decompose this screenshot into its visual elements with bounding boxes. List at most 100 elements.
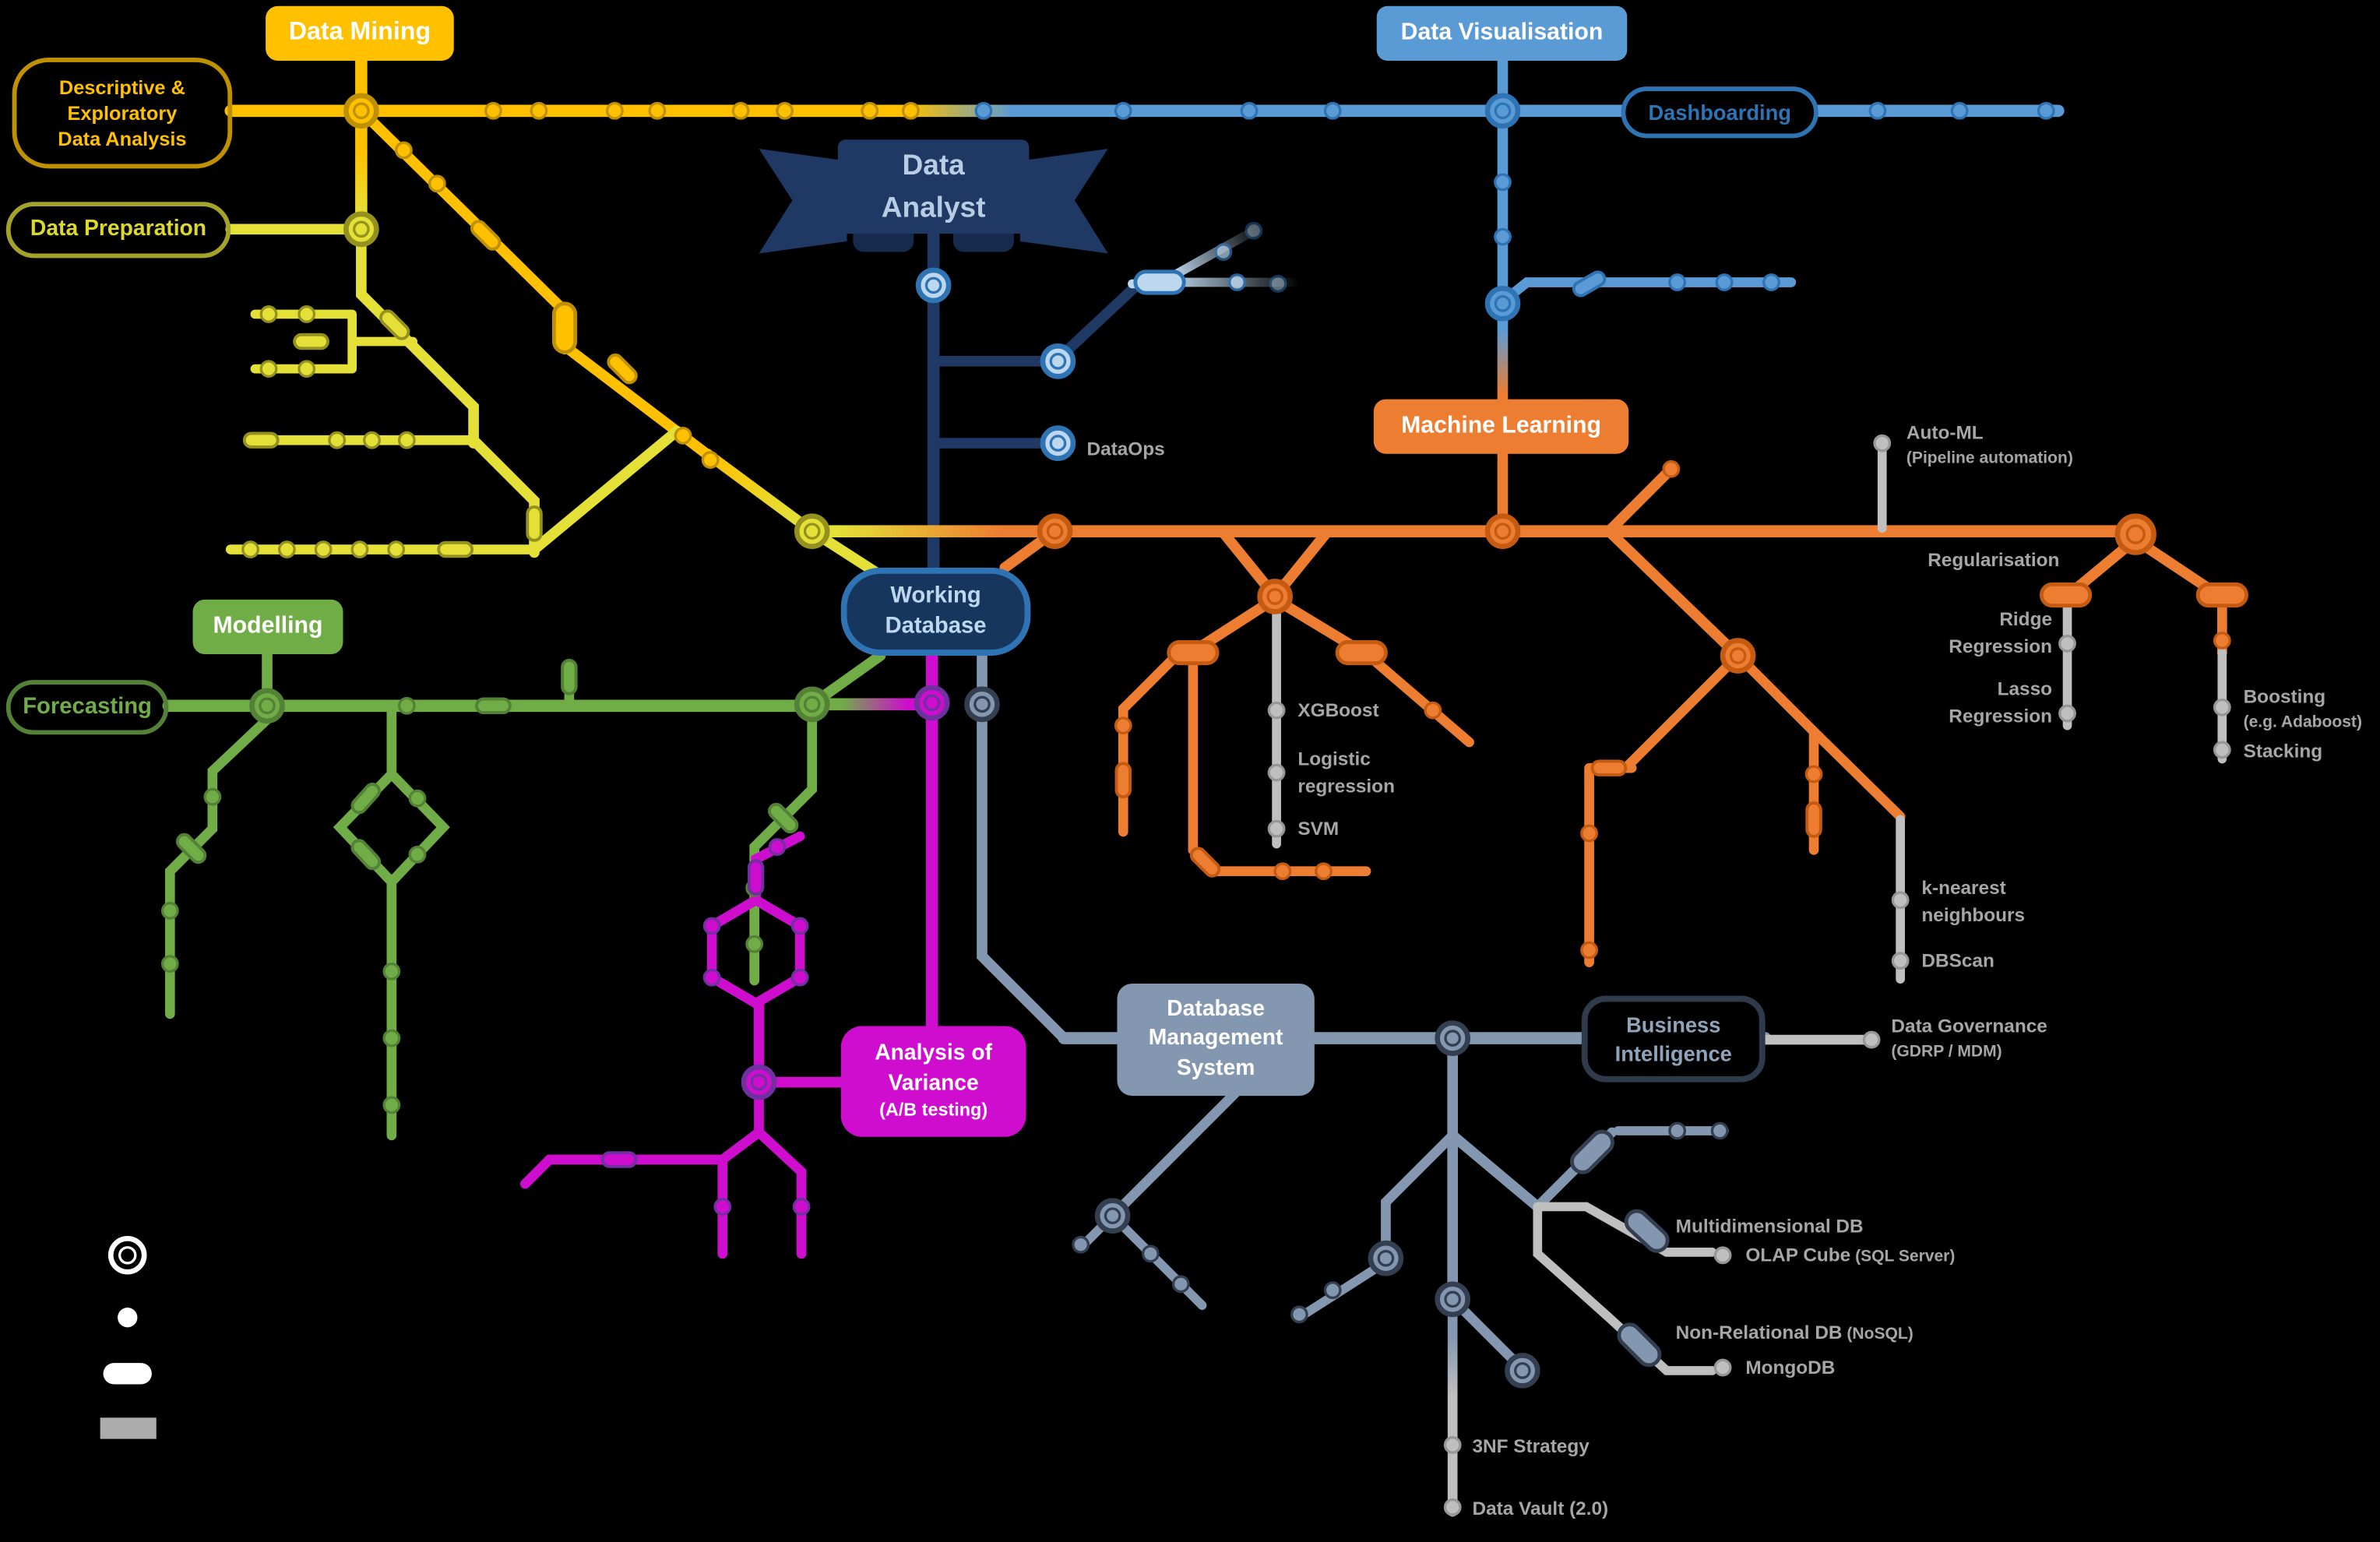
station-interchange-inner	[924, 276, 942, 294]
station-interchange	[1257, 579, 1293, 614]
station-stop	[605, 101, 624, 120]
station-stop	[382, 962, 401, 980]
station-interchange	[1435, 1281, 1470, 1318]
data-preparation-box[interactable]: Data Preparation	[5, 202, 231, 259]
station-interchange	[1040, 425, 1076, 461]
station-capsule	[1624, 1209, 1670, 1253]
station-interchange	[1720, 638, 1756, 674]
stations-layer	[103, 93, 2248, 1516]
station-stop	[408, 789, 427, 808]
station-stop	[713, 1198, 732, 1216]
station-stop	[314, 540, 333, 558]
station-interchange	[1505, 1353, 1540, 1389]
station-stop	[731, 101, 750, 120]
station-stop	[1114, 101, 1132, 120]
station-stop	[2058, 704, 2076, 723]
stop-dot-icon	[118, 1308, 138, 1328]
station-stop	[1494, 173, 1512, 192]
station-capsule	[2039, 582, 2093, 608]
descriptive-exploratory-box[interactable]: Descriptive & Exploratory Data Analysis	[12, 58, 233, 169]
station-stop	[1713, 1246, 1732, 1265]
station-interchange-inner	[1377, 1249, 1395, 1267]
station-interchange-inner	[118, 1246, 137, 1265]
station-stop	[387, 540, 406, 558]
station-stop	[1494, 227, 1512, 246]
blue-line-group	[1008, 55, 2065, 408]
station-capsule	[1114, 762, 1132, 799]
station-stop	[648, 101, 667, 120]
station-capsule	[437, 540, 474, 558]
station-capsule	[242, 431, 280, 449]
station-interchange-inner	[750, 1073, 768, 1091]
station-interchange-inner	[973, 695, 991, 713]
station-stop	[1804, 765, 1823, 783]
station-stop	[861, 101, 879, 120]
station-capsule	[350, 839, 382, 871]
station-stop	[350, 540, 369, 558]
station-stop	[1315, 862, 1333, 881]
station-capsule	[1617, 1322, 1662, 1368]
station-capsule	[526, 505, 543, 542]
working-database-box[interactable]: Working Database	[840, 567, 1031, 656]
station-stop	[160, 901, 179, 920]
station-interchange	[1040, 343, 1076, 379]
station-stop	[408, 845, 427, 864]
station-capsule	[1335, 639, 1388, 666]
station-capsule	[1590, 759, 1628, 776]
station-stop	[1114, 716, 1132, 735]
station-interchange-inner	[2125, 524, 2146, 544]
station-stop	[1267, 701, 1286, 720]
station-capsule	[607, 353, 638, 385]
station-interchange-inner	[923, 694, 941, 712]
station-stop	[363, 431, 381, 449]
modelling-box[interactable]: Modelling	[192, 599, 343, 655]
station-label-datavault: Data Vault (2.0)	[1472, 1498, 1609, 1519]
dbms-box[interactable]: Database Management System	[1117, 983, 1315, 1097]
station-interchange-inner	[1444, 1030, 1461, 1047]
station-interchange	[1037, 513, 1073, 549]
station-interchange	[249, 688, 285, 724]
station-interchange	[343, 211, 379, 248]
business-intelligence-box[interactable]: Business Intelligence	[1581, 995, 1766, 1083]
station-stop	[1245, 221, 1263, 240]
station-capsule	[1133, 269, 1186, 295]
data-mining-box[interactable]: Data Mining	[266, 5, 454, 61]
station-stop	[790, 917, 809, 935]
station-interchange-inner	[1049, 435, 1067, 452]
station-stop	[2058, 634, 2076, 653]
station-interchange-inner	[803, 523, 821, 540]
station-stop	[298, 305, 316, 323]
station-label-3nf: 3NF Strategy	[1472, 1435, 1590, 1458]
station-capsule	[470, 220, 502, 251]
station-capsule	[1805, 801, 1822, 838]
station-stop	[1891, 891, 1910, 910]
forecasting-box[interactable]: Forecasting	[5, 680, 169, 735]
station-stop	[745, 935, 764, 953]
station-interchange-inner	[803, 695, 821, 713]
data-visualisation-box[interactable]: Data Visualisation	[1376, 5, 1628, 61]
station-interchange	[914, 685, 950, 721]
station-interchange	[1484, 285, 1521, 322]
station-stop	[2213, 698, 2231, 716]
station-label-nonrel: Non-Relational DB (NoSQL)	[1675, 1322, 1914, 1343]
station-stop	[1290, 1305, 1308, 1324]
station-interchange	[343, 93, 379, 129]
station-interchange	[964, 686, 1000, 723]
station-label-data-governance: Data Governance(GDRP / MDM)	[1891, 1015, 2047, 1061]
station-stop	[1228, 273, 1246, 291]
machine-learning-box[interactable]: Machine Learning	[1373, 399, 1629, 454]
station-stop	[1240, 101, 1259, 120]
station-interchange-inner	[1049, 353, 1067, 370]
analysis-of-variance-box[interactable]: Analysis of Variance (A/B testing)	[840, 1026, 1026, 1137]
station-capsule-icon	[103, 1363, 152, 1385]
station-stop	[776, 101, 794, 120]
station-stop	[1580, 824, 1598, 843]
station-interchange-inner	[259, 697, 276, 715]
station-stop	[160, 955, 179, 973]
station-stop	[1662, 459, 1681, 478]
station-label-svm: SVM	[1297, 818, 1340, 840]
dashboarding-box[interactable]: Dashboarding	[1621, 86, 1818, 139]
station-label-xgboost: XGBoost	[1297, 699, 1379, 721]
